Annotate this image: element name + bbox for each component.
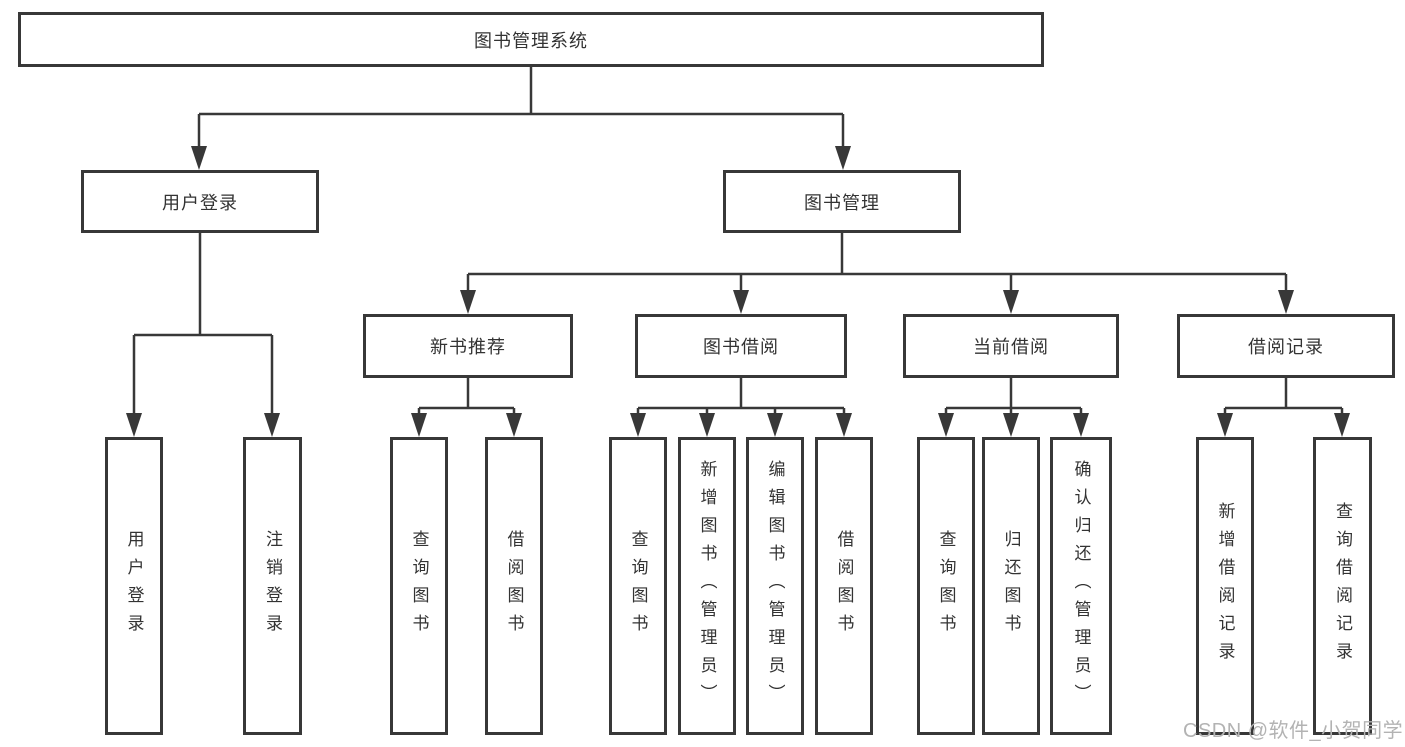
leaf-logout: 注销登录	[243, 437, 302, 735]
node-label: 用户登录	[162, 192, 238, 213]
leaf-query-books-recommend: 查询图书	[390, 437, 448, 735]
node-label: 图书管理	[804, 192, 880, 213]
node-label: 新增借阅记录	[1215, 502, 1235, 670]
node-label: 确认归还（管理员）	[1071, 460, 1091, 712]
node-user-login: 用户登录	[81, 170, 319, 233]
node-label: 查询图书	[936, 530, 956, 642]
leaf-user-login: 用户登录	[105, 437, 163, 735]
node-current-borrowing: 当前借阅	[903, 314, 1119, 378]
node-label: 图书借阅	[703, 337, 779, 357]
leaf-confirm-return-admin: 确认归还（管理员）	[1050, 437, 1112, 735]
node-label: 借阅图书	[504, 530, 524, 642]
node-label: 借阅记录	[1248, 337, 1324, 357]
node-book-management: 图书管理	[723, 170, 961, 233]
node-label: 查询图书	[628, 530, 648, 642]
node-borrowing-records: 借阅记录	[1177, 314, 1395, 378]
node-label: 图书管理系统	[474, 30, 588, 51]
node-label: 用户登录	[124, 530, 144, 642]
leaf-add-books-admin: 新增图书（管理员）	[678, 437, 736, 735]
leaf-borrow-books: 借阅图书	[815, 437, 873, 735]
node-library-management-system: 图书管理系统	[18, 12, 1044, 67]
leaf-edit-books-admin: 编辑图书（管理员）	[746, 437, 804, 735]
node-label: 借阅图书	[834, 530, 854, 642]
node-label: 归还图书	[1001, 530, 1021, 642]
node-new-book-recommendation: 新书推荐	[363, 314, 573, 378]
leaf-borrow-books-recommend: 借阅图书	[485, 437, 543, 735]
leaf-add-borrow-record: 新增借阅记录	[1196, 437, 1254, 735]
node-book-borrowing: 图书借阅	[635, 314, 847, 378]
leaf-return-books: 归还图书	[982, 437, 1040, 735]
node-label: 当前借阅	[973, 337, 1049, 357]
node-label: 新增图书（管理员）	[697, 460, 717, 712]
node-label: 注销登录	[263, 530, 282, 642]
csdn-watermark: CSDN @软件_小贺同学	[1183, 720, 1404, 742]
leaf-query-books-current: 查询图书	[917, 437, 975, 735]
node-label: 新书推荐	[430, 337, 506, 357]
leaf-query-books-borrow: 查询图书	[609, 437, 667, 735]
node-label: 查询图书	[409, 530, 429, 642]
node-label: 编辑图书（管理员）	[765, 460, 785, 712]
leaf-query-borrow-record: 查询借阅记录	[1313, 437, 1372, 735]
node-label: 查询借阅记录	[1333, 502, 1352, 670]
